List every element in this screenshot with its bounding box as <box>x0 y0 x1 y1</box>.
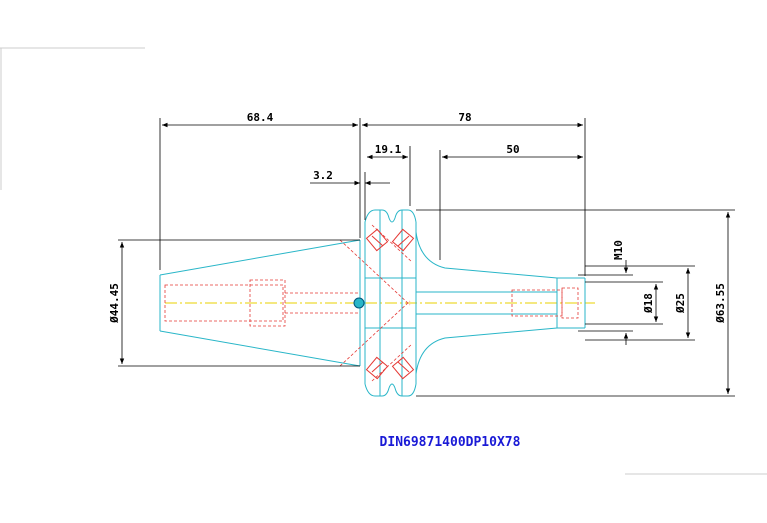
dim-flange-width: 19.1 <box>375 143 402 156</box>
dim-nose-diameter: Ø25 <box>674 293 687 314</box>
part-code: DIN69871400DP10X78 <box>380 435 521 450</box>
extension-lines <box>118 118 735 397</box>
dim-thread: M10 <box>612 240 625 260</box>
nose-outline <box>415 231 586 375</box>
dim-taper-diameter: Ø44.45 <box>108 283 121 324</box>
dim-total-length: 78 <box>458 111 471 124</box>
frame-lines <box>0 47 767 475</box>
hidden-features <box>164 224 579 382</box>
drive-keys <box>365 228 415 380</box>
dim-gap: 3.2 <box>313 169 333 182</box>
taper-outline <box>159 239 361 367</box>
dim-flange-diameter: Ø63.55 <box>714 283 727 324</box>
dim-taper-length: 68.4 <box>247 111 274 124</box>
center-point <box>353 297 365 309</box>
dimension-lines <box>119 122 731 394</box>
dim-nose-length: 50 <box>506 143 519 156</box>
dim-bore-diameter: Ø18 <box>642 293 655 314</box>
